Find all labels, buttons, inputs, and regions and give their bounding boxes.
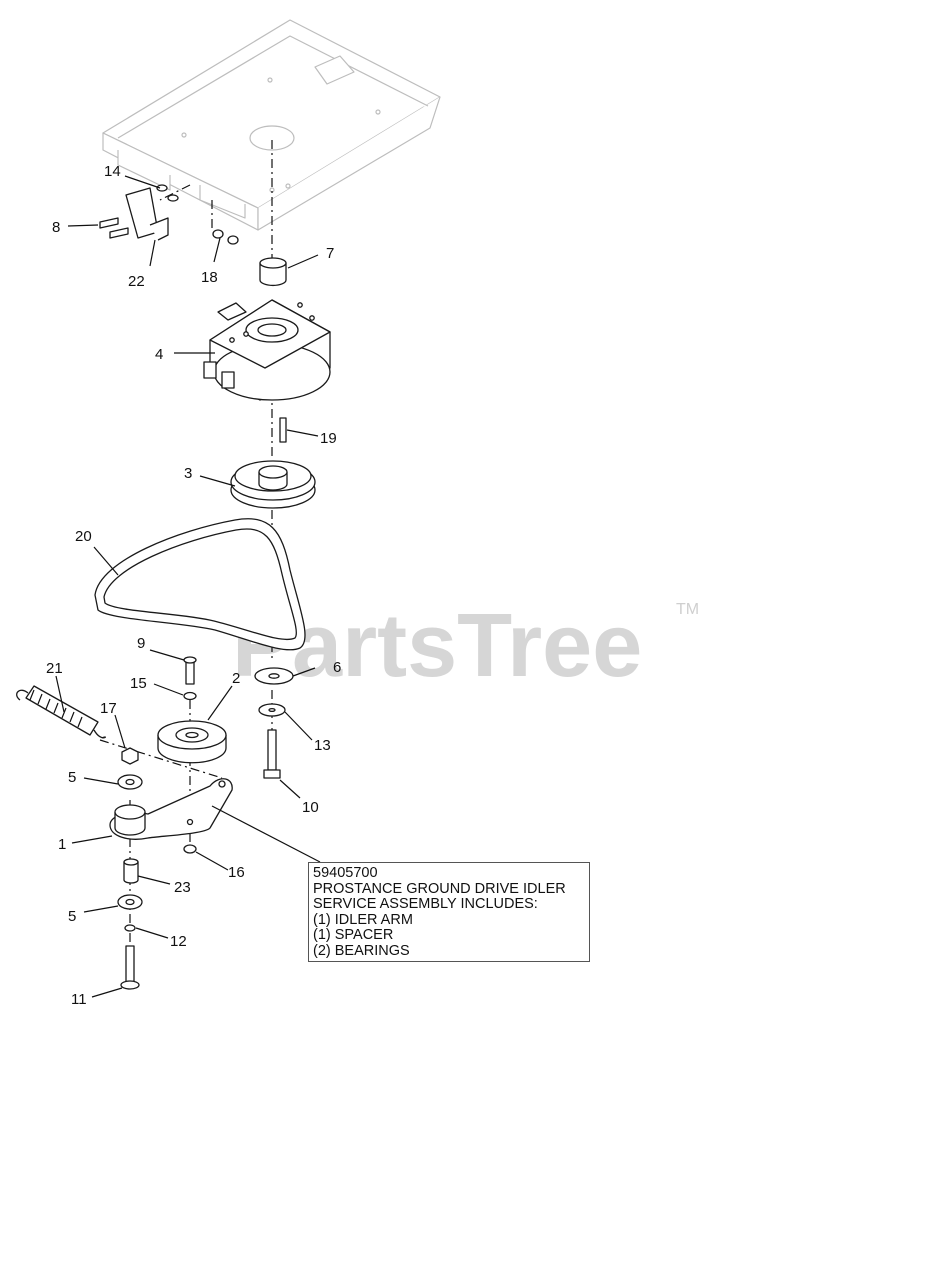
callout-21: 21 xyxy=(46,660,63,677)
leader-lines xyxy=(55,175,321,998)
callout-numbers: 1 2 3 4 5 5 6 7 8 9 10 11 12 13 14 15 16… xyxy=(46,163,341,1008)
note-line-2: SERVICE ASSEMBLY INCLUDES: xyxy=(313,896,538,912)
pulley-3 xyxy=(230,460,316,509)
bearing-5-upper xyxy=(117,774,143,790)
callout-4: 4 xyxy=(155,346,163,363)
bolt-10 xyxy=(263,729,281,779)
bushing-7 xyxy=(259,257,287,287)
callout-5-upper: 5 xyxy=(68,769,76,786)
note-line-5: (2) BEARINGS xyxy=(313,942,410,959)
bracket-22 xyxy=(125,187,169,241)
callout-8: 8 xyxy=(52,219,60,236)
washers-14 xyxy=(156,184,179,202)
service-assembly-note: 59405700 PROSTANCE GROUND DRIVE IDLER SE… xyxy=(308,862,590,962)
callout-7: 7 xyxy=(326,245,334,262)
bolt-11 xyxy=(120,945,140,990)
bolts-8 xyxy=(99,217,129,239)
key-19 xyxy=(279,417,287,443)
callout-3: 3 xyxy=(184,465,192,482)
idler-pulley-2 xyxy=(157,720,227,764)
callout-17: 17 xyxy=(100,700,117,717)
callout-16: 16 xyxy=(228,864,245,881)
nuts-18 xyxy=(212,229,239,245)
washer-12 xyxy=(124,924,136,932)
spacer-23 xyxy=(123,858,139,884)
callout-13: 13 xyxy=(314,737,331,754)
pto-clutch-4 xyxy=(203,299,331,401)
callout-9: 9 xyxy=(137,635,145,652)
note-line-4: (1) SPACER xyxy=(313,927,394,943)
callout-1: 1 xyxy=(58,836,66,853)
callout-20: 20 xyxy=(75,528,92,545)
callout-6: 6 xyxy=(333,659,341,676)
callout-10: 10 xyxy=(302,799,319,816)
callout-23: 23 xyxy=(174,879,191,896)
spring-21 xyxy=(16,685,106,739)
nut-16 xyxy=(183,844,197,854)
callout-18: 18 xyxy=(201,269,218,286)
callout-19: 19 xyxy=(320,430,337,447)
callout-15: 15 xyxy=(130,675,147,692)
note-line-3: (1) IDLER ARM xyxy=(313,911,413,928)
note-part-number: 59405700 xyxy=(313,865,378,881)
callout-12: 12 xyxy=(170,933,187,950)
note-line-1: PROSTANCE GROUND DRIVE IDLER xyxy=(313,880,566,897)
washer-13 xyxy=(258,703,286,717)
washer-6 xyxy=(254,667,294,685)
bearing-5-lower xyxy=(117,894,143,910)
callout-11: 11 xyxy=(71,991,87,1008)
watermark-tm: TM xyxy=(676,601,699,618)
belt-20 xyxy=(94,518,306,651)
washer-15 xyxy=(183,691,197,701)
callout-22: 22 xyxy=(128,273,145,290)
idler-arm-1 xyxy=(109,778,233,840)
callout-5-lower: 5 xyxy=(68,908,76,925)
callout-14: 14 xyxy=(104,163,121,180)
nut-17 xyxy=(121,747,139,765)
bolt-9 xyxy=(183,656,197,685)
callout-2: 2 xyxy=(232,670,240,687)
mounting-plate xyxy=(102,19,441,231)
